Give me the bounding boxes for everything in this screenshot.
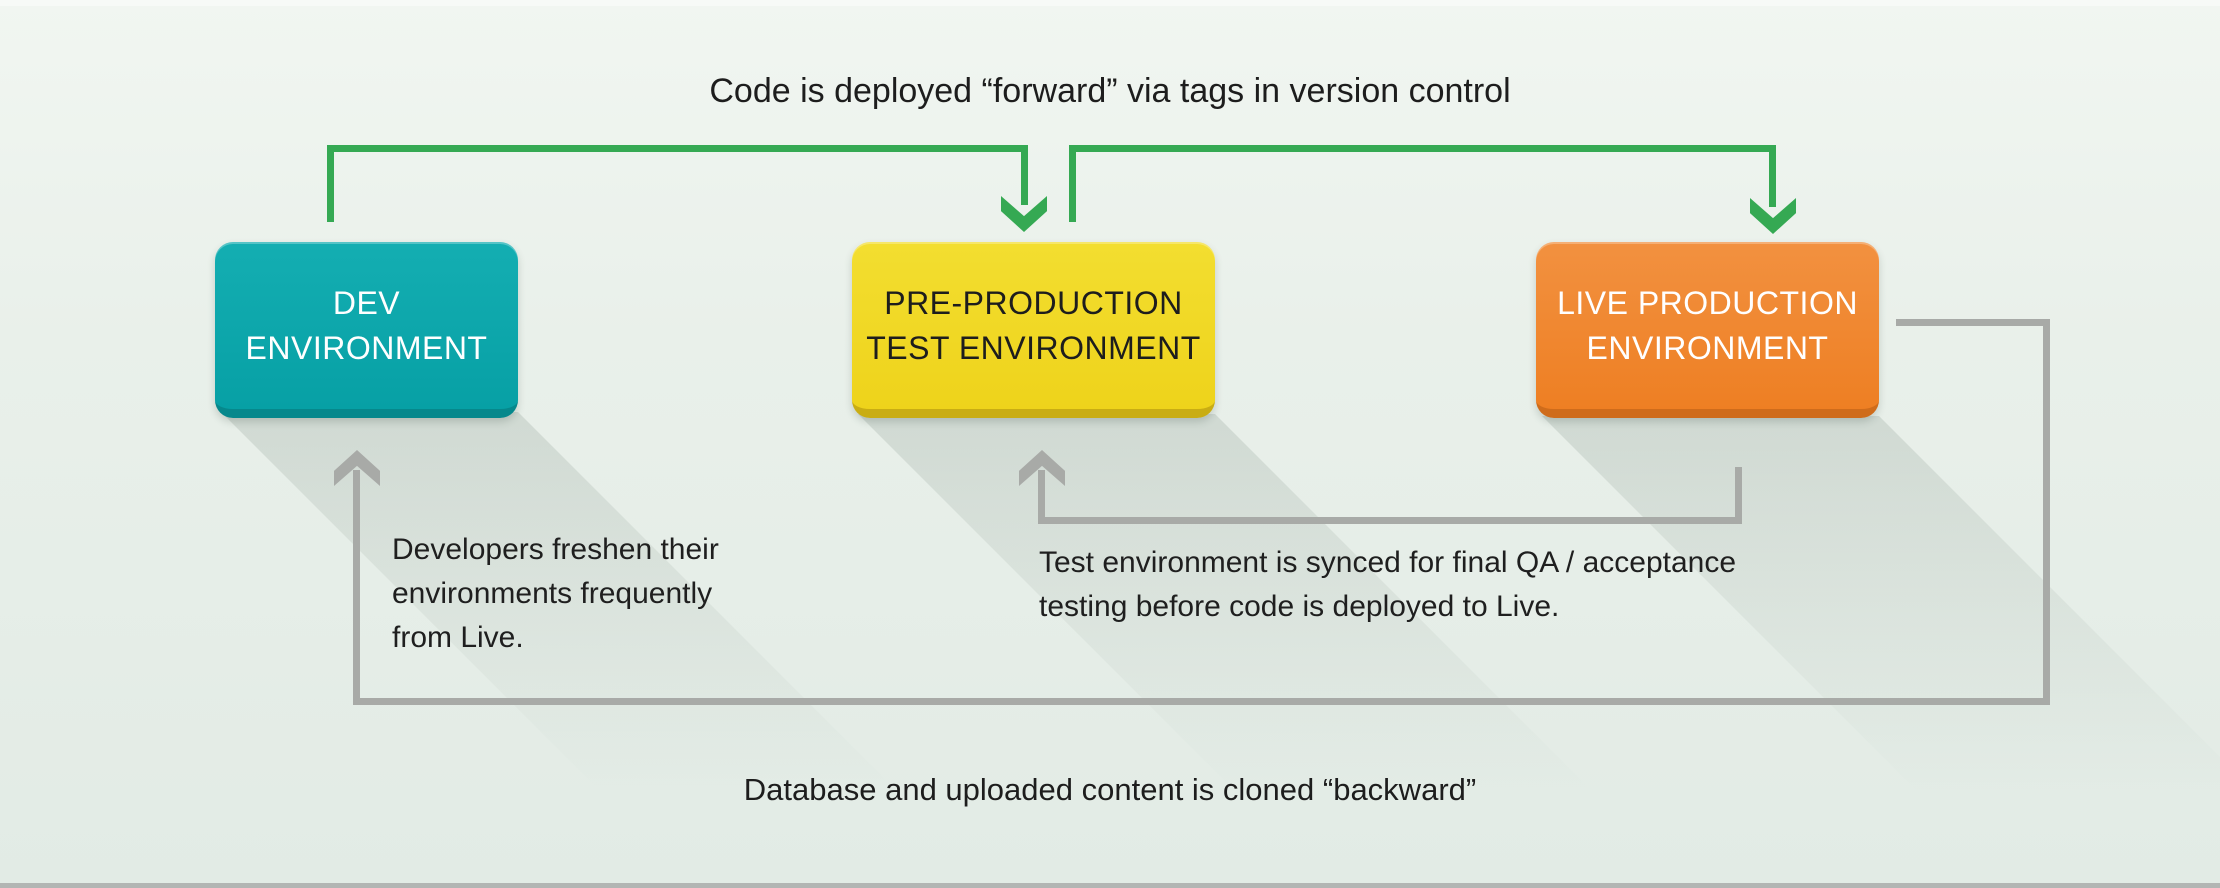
backward-loop-top-horizontal [1896,319,2050,326]
forward-arrow-test-drop [1769,145,1776,207]
backward-loop-bottom-horizontal [353,698,2050,705]
bottom-edge-strip [0,883,2220,888]
forward-arrow-test-vertical [1069,145,1076,222]
forward-arrow-dev-drop [1021,145,1028,205]
node-label-line: TEST ENVIRONMENT [866,329,1201,366]
forward-arrow-test-horizontal [1069,145,1776,152]
top-edge-strip [0,0,2220,6]
sync-connector-vertical [1038,470,1045,524]
node-live-production-environment: LIVE PRODUCTION ENVIRONMENT [1536,242,1879,418]
note-line: Test environment is synced for final QA … [1039,546,1737,579]
sync-connector-horizontal [1038,517,1742,524]
note-test-sync: Test environment is synced for final QA … [1039,541,1736,629]
note-line: testing before code is deployed to Live. [1039,590,1560,623]
node-label-line: LIVE PRODUCTION [1557,284,1858,321]
node-label-line: ENVIRONMENT [1586,329,1829,366]
note-dev-refresh: Developers freshen their environments fr… [392,528,719,660]
note-line: Developers freshen their [392,533,719,566]
note-line: from Live. [392,621,524,654]
backward-loop-left-vertical [353,470,360,705]
node-dev-environment: DEV ENVIRONMENT [215,242,518,418]
node-preproduction-test-environment: PRE-PRODUCTION TEST ENVIRONMENT [852,242,1215,418]
forward-deploy-caption: Code is deployed “forward” via tags in v… [709,72,1511,110]
node-label-line: PRE-PRODUCTION [884,284,1183,321]
backward-loop-right-vertical [2043,319,2050,705]
note-line: environments frequently [392,577,713,610]
backward-clone-caption: Database and uploaded content is cloned … [743,772,1477,807]
forward-arrow-dev-horizontal [327,145,1028,152]
node-label-line: DEV [332,284,401,321]
node-label-line: ENVIRONMENT [245,329,488,366]
forward-arrow-dev-vertical [327,145,334,222]
sync-connector-live-stub [1735,467,1742,523]
